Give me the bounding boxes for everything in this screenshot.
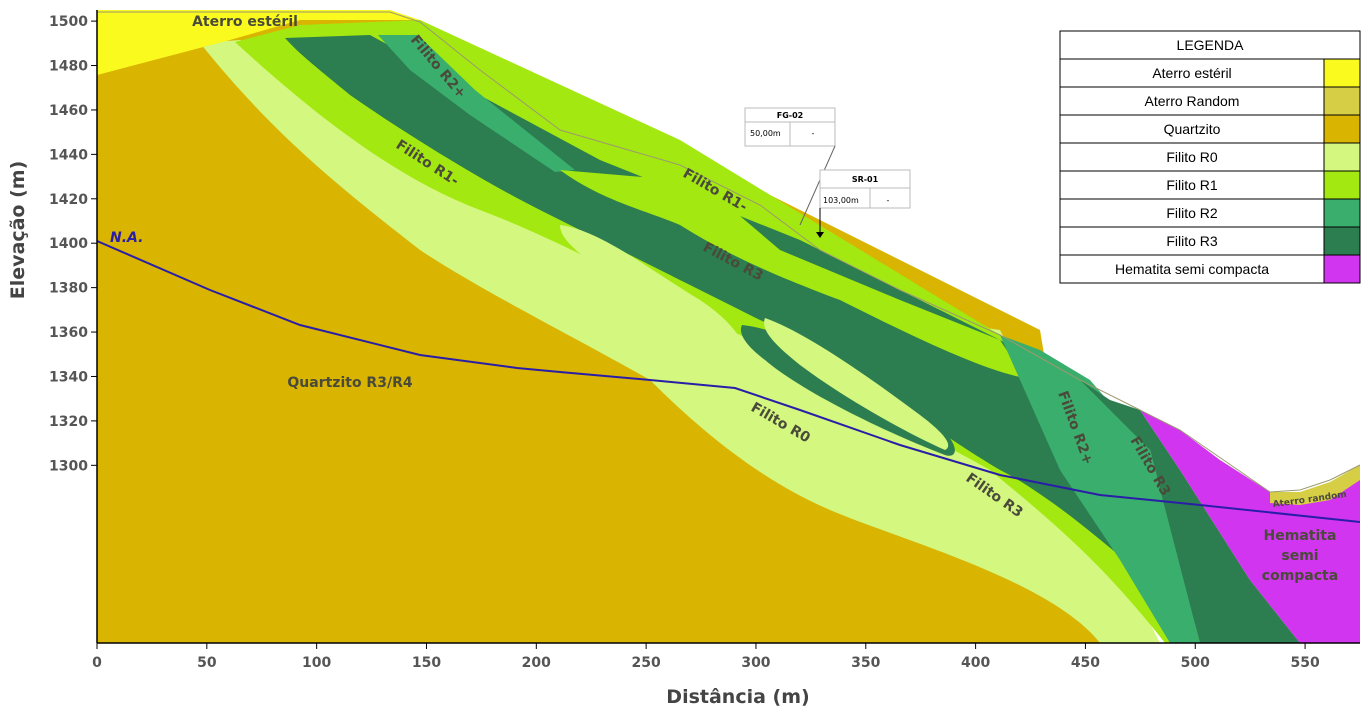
borehole-sr-01-depth: 103,00m [823,196,859,205]
water-table-label: N.A. [110,230,143,246]
borehole-fg-02[interactable]: FG-02 50,00m - [744,107,836,226]
y-tick-label: 1400 [49,236,88,252]
layer-aterro-esteril [97,10,420,75]
borehole-sr-01-name: SR-01 [852,175,879,184]
borehole-fg-02-pointer [799,145,836,226]
x-tick-label: 150 [412,655,441,671]
legend-item-label: Quartzito [1164,121,1221,137]
x-tick-label: 300 [741,655,770,671]
legend-item-label: Aterro estéril [1152,65,1231,81]
x-ticks: 0 50 100 150 200 250 300 350 400 450 500 550 [92,643,1320,671]
legend-title: LEGENDA [1177,37,1245,53]
water-table-line [96,240,1361,523]
legend-swatch [1323,86,1361,116]
x-tick-label: 250 [632,655,661,671]
x-tick-label: 500 [1181,655,1210,671]
borehole-fg-02-name: FG-02 [777,111,803,120]
legend-swatch [1323,142,1361,172]
x-tick-label: 550 [1290,655,1319,671]
y-ticks: 1500 1480 1460 1440 1420 1400 1380 1360 1340 1320… [49,14,97,474]
x-axis-title: Distância (m) [666,686,809,708]
label-hematita-3: compacta [1262,568,1338,584]
legend-item-label: Filito R3 [1166,233,1218,249]
layer-filito-r3-right [1080,380,1300,643]
y-axis-title: Elevação (m) [7,161,29,300]
axes: 0 50 100 150 200 250 300 350 400 450 500 550 1500 14… [7,10,1360,708]
label-quartzito: Quartzito R3/R4 [287,375,412,391]
layer-filito-r0-lens [560,225,745,355]
layer-filito-r2-right [1000,335,1200,643]
borehole-fg-02-depth: 50,00m [750,129,781,138]
x-tick-label: 100 [302,655,331,671]
borehole-sr-01[interactable]: SR-01 103,00m - [816,169,911,238]
layer-filito-r2-upper [378,35,575,172]
legend-item-label: Aterro Random [1145,93,1240,109]
layer-filito-r0-lens-inner [764,318,949,450]
legend-swatch [1323,114,1361,144]
borehole-sr-01-box [819,169,911,209]
y-tick-label: 1300 [49,458,88,474]
legend-swatch [1323,198,1361,228]
label-hematita-1: Hematita [1264,528,1337,544]
legend-frame [1059,30,1361,284]
legend-swatch [1323,226,1361,256]
y-tick-label: 1320 [49,414,88,430]
y-tick-label: 1440 [49,147,88,163]
x-tick-label: 350 [851,655,880,671]
borehole-fg-02-mark: - [812,129,815,138]
y-tick-label: 1460 [49,103,88,119]
legend-item-label: Filito R1 [1166,177,1218,193]
y-tick-label: 1500 [49,14,88,30]
borehole-sr-01-mark: - [887,196,890,205]
legend-swatch [1323,58,1361,88]
layer-aterro-random [1270,465,1360,505]
label-aterro-esteril: Aterro estéril [192,14,298,30]
y-tick-label: 1380 [49,281,88,297]
y-tick-label: 1420 [49,192,88,208]
layer-filito-r3 [285,35,1300,643]
layer-filito-r1-tongue [560,170,1025,378]
layer-hematita [1140,410,1360,643]
label-hematita-2: semi [1281,548,1318,564]
y-tick-label: 1360 [49,325,88,341]
legend-item-label: Filito R2 [1166,205,1218,221]
legend-item-label: Hematita semi compacta [1115,261,1269,277]
legend-swatch [1323,254,1361,284]
x-tick-label: 400 [961,655,990,671]
x-tick-label: 200 [522,655,551,671]
legend-item-label: Filito R0 [1166,149,1218,165]
x-tick-label: 0 [92,655,102,671]
y-tick-label: 1340 [49,369,88,385]
x-tick-label: 450 [1071,655,1100,671]
legend-swatch [1323,170,1361,200]
x-tick-label: 50 [197,655,217,671]
ground-surface [97,11,1361,493]
y-tick-label: 1480 [49,59,88,75]
layers [97,10,1360,643]
